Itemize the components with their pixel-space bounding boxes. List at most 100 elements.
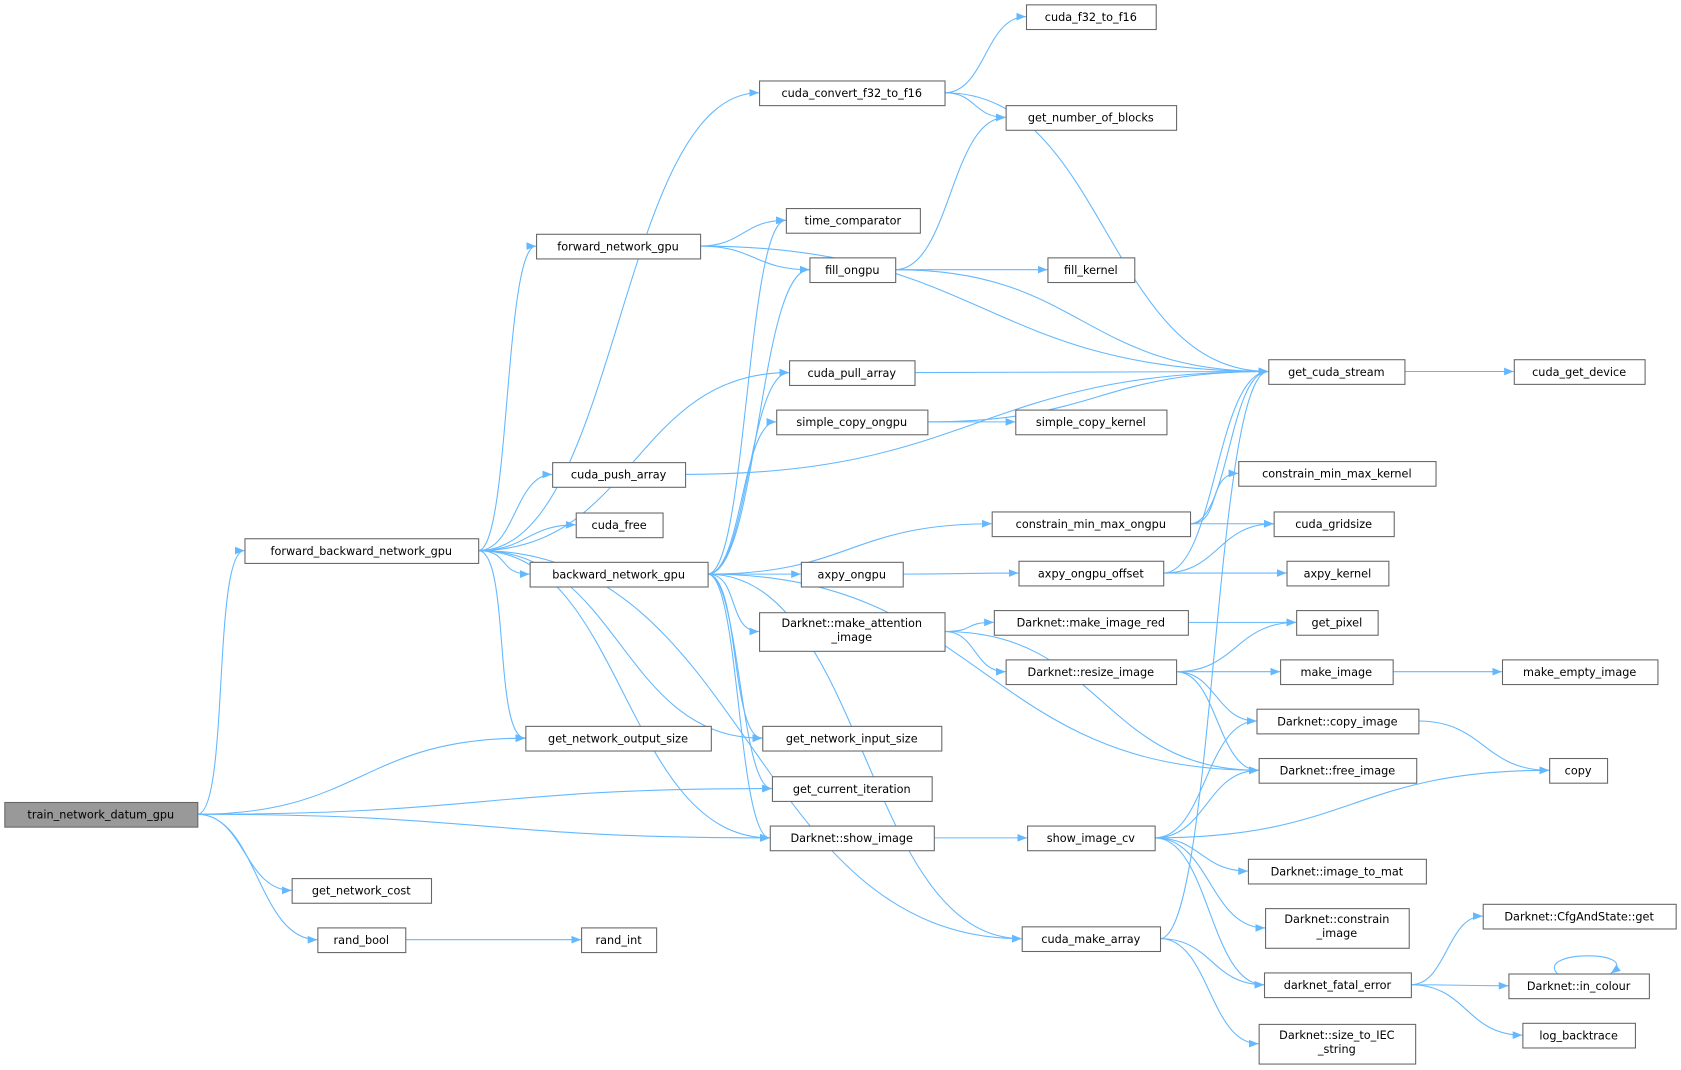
node-box[interactable] <box>1273 511 1395 538</box>
function-node-scopyk[interactable]: simple_copy_kernel <box>1015 409 1168 436</box>
node-box[interactable] <box>1482 903 1677 930</box>
function-node-colour[interactable]: Darknet::in_colour <box>1508 973 1650 1000</box>
function-node-rand_bool[interactable]: rand_bool <box>317 927 407 954</box>
node-box[interactable] <box>1522 1022 1636 1049</box>
node-box[interactable] <box>1005 105 1178 131</box>
function-node-axpyoff[interactable]: axpy_ongpu_offset <box>1018 560 1165 587</box>
function-node-resize[interactable]: Darknet::resize_image <box>1005 659 1178 686</box>
function-node-fb[interactable]: forward_backward_network_gpu <box>244 538 480 564</box>
function-node-iter[interactable]: get_current_iteration <box>771 776 933 802</box>
node-box[interactable] <box>1513 359 1646 385</box>
node-box[interactable] <box>759 80 946 107</box>
node-box[interactable] <box>991 511 1192 538</box>
node-box[interactable] <box>1256 708 1420 735</box>
function-node-fill[interactable]: fill_ongpu <box>809 257 897 284</box>
node-box[interactable] <box>1265 908 1410 949</box>
node-box[interactable] <box>317 927 407 954</box>
node-box[interactable] <box>762 725 943 752</box>
node-box[interactable] <box>1549 757 1609 784</box>
node-box[interactable] <box>291 878 433 904</box>
node-box[interactable] <box>1296 610 1379 636</box>
node-label: Darknet::show_image <box>791 832 914 845</box>
node-box[interactable] <box>769 825 935 852</box>
function-node-bwd[interactable]: backward_network_gpu <box>529 561 709 588</box>
function-node-grid[interactable]: cuda_gridsize <box>1273 511 1395 538</box>
function-node-free[interactable]: cuda_free <box>575 512 664 539</box>
function-node-show[interactable]: Darknet::show_image <box>769 825 935 852</box>
node-box[interactable] <box>1508 973 1650 1000</box>
node-box[interactable] <box>1280 659 1394 686</box>
node-box[interactable] <box>993 610 1189 636</box>
node-box[interactable] <box>1015 409 1168 436</box>
node-box[interactable] <box>552 462 687 488</box>
function-node-fwd[interactable]: forward_network_gpu <box>536 233 702 260</box>
function-node-cimg[interactable]: Darknet::constrain_image <box>1265 908 1410 949</box>
node-box[interactable] <box>1047 257 1136 284</box>
function-node-cost[interactable]: get_network_cost <box>291 878 433 904</box>
node-box[interactable] <box>809 257 897 284</box>
function-node-showcv[interactable]: show_image_cv <box>1027 825 1156 852</box>
function-node-train[interactable]: train_network_datum_gpu <box>4 801 199 828</box>
node-box[interactable] <box>771 776 933 802</box>
function-node-scopy[interactable]: simple_copy_ongpu <box>776 409 929 436</box>
node-box[interactable] <box>525 725 712 752</box>
function-node-red[interactable]: Darknet::make_image_red <box>993 610 1189 636</box>
function-node-pixel[interactable]: get_pixel <box>1296 610 1379 636</box>
function-node-out_size[interactable]: get_network_output_size <box>525 725 712 752</box>
function-node-cmmk[interactable]: constrain_min_max_kernel <box>1238 461 1437 487</box>
node-box[interactable] <box>1247 858 1427 885</box>
function-node-conv[interactable]: cuda_convert_f32_to_f16 <box>759 80 946 107</box>
node-box[interactable] <box>1501 659 1659 686</box>
node-box[interactable] <box>1258 757 1418 784</box>
node-label: simple_copy_ongpu <box>796 416 907 429</box>
function-node-fillk[interactable]: fill_kernel <box>1047 257 1136 284</box>
function-node-fatal[interactable]: darknet_fatal_error <box>1263 972 1412 999</box>
function-node-axpyk[interactable]: axpy_kernel <box>1286 560 1390 587</box>
node-box[interactable] <box>4 801 199 828</box>
function-node-dev[interactable]: cuda_get_device <box>1513 359 1646 385</box>
node-box[interactable] <box>1025 4 1157 31</box>
node-box[interactable] <box>800 561 904 588</box>
function-node-stream[interactable]: get_cuda_stream <box>1268 359 1406 385</box>
function-node-frimg[interactable]: Darknet::free_image <box>1258 757 1418 784</box>
node-box[interactable] <box>789 360 916 386</box>
node-box[interactable] <box>785 208 921 234</box>
function-node-rand_int[interactable]: rand_int <box>581 927 658 954</box>
node-box[interactable] <box>244 538 480 564</box>
node-box[interactable] <box>581 927 658 954</box>
node-box[interactable] <box>1268 359 1406 385</box>
call-edge-train-to-out_size <box>197 734 526 815</box>
node-box[interactable] <box>1238 461 1437 487</box>
node-box[interactable] <box>759 612 946 652</box>
node-box[interactable] <box>1263 972 1412 999</box>
node-box[interactable] <box>1286 560 1390 587</box>
function-node-pull[interactable]: cuda_pull_array <box>789 360 916 386</box>
node-box[interactable] <box>1027 825 1156 852</box>
function-node-timecmp[interactable]: time_comparator <box>785 208 921 234</box>
node-box[interactable] <box>1018 560 1165 587</box>
function-node-tomat[interactable]: Darknet::image_to_mat <box>1247 858 1427 885</box>
function-node-mkimg[interactable]: make_image <box>1280 659 1394 686</box>
function-node-nblocks[interactable]: get_number_of_blocks <box>1005 105 1178 131</box>
function-node-cpimg[interactable]: Darknet::copy_image <box>1256 708 1420 735</box>
function-node-bt[interactable]: log_backtrace <box>1522 1022 1636 1049</box>
function-node-in_size[interactable]: get_network_input_size <box>762 725 943 752</box>
node-box[interactable] <box>1005 659 1178 686</box>
function-node-push[interactable]: cuda_push_array <box>552 462 687 488</box>
function-node-cmm[interactable]: constrain_min_max_ongpu <box>991 511 1192 538</box>
node-box[interactable] <box>776 409 929 436</box>
node-label: make_image <box>1301 666 1373 679</box>
function-node-iec[interactable]: Darknet::size_to_IEC_string <box>1258 1023 1417 1065</box>
node-box[interactable] <box>529 561 709 588</box>
function-node-axpy[interactable]: axpy_ongpu <box>800 561 904 588</box>
function-node-f32f16[interactable]: cuda_f32_to_f16 <box>1025 4 1157 31</box>
node-box[interactable] <box>536 233 702 260</box>
function-node-copy[interactable]: copy <box>1549 757 1609 784</box>
node-box[interactable] <box>575 512 664 539</box>
node-box[interactable] <box>1258 1023 1417 1065</box>
function-node-mkarr[interactable]: cuda_make_array <box>1021 926 1162 953</box>
function-node-empty[interactable]: make_empty_image <box>1501 659 1659 686</box>
function-node-attn[interactable]: Darknet::make_attention_image <box>759 612 946 652</box>
function-node-cfg[interactable]: Darknet::CfgAndState::get <box>1482 903 1677 930</box>
node-box[interactable] <box>1021 926 1162 953</box>
